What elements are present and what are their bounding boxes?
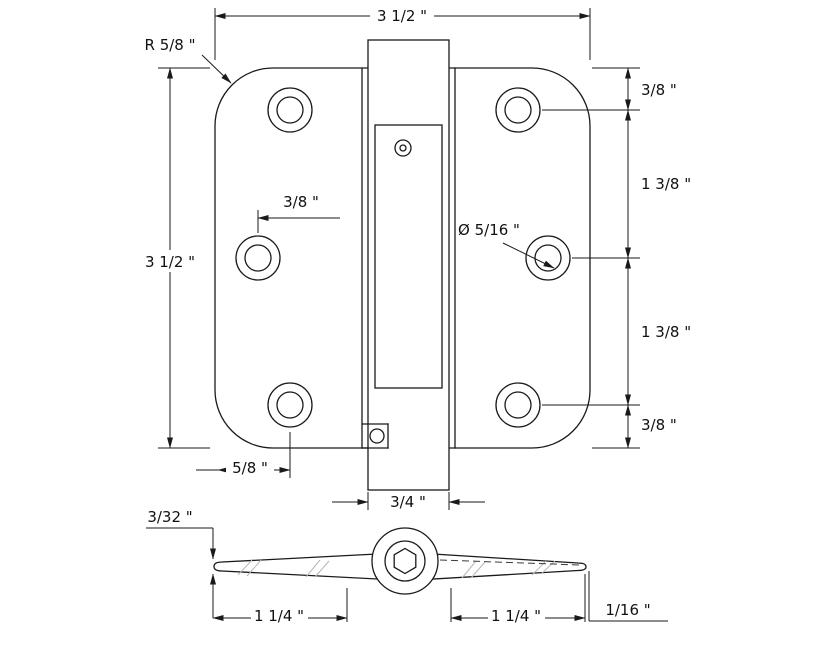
dim-edge-to-top-hole-label: 3/8 " xyxy=(641,81,677,99)
pin-hole-inner xyxy=(399,144,407,152)
screw-hole-bottom-left xyxy=(267,382,313,428)
hole-outer xyxy=(235,235,281,281)
dim-tip-thickness: 1/16 " xyxy=(588,571,668,622)
hole-outer xyxy=(267,382,313,428)
hole-inner xyxy=(244,244,272,272)
dim-left-leaf-label: 1 1/4 " xyxy=(254,607,304,625)
tab-pin xyxy=(369,428,385,444)
label-backing xyxy=(251,607,308,627)
knuckle xyxy=(371,527,439,595)
dim-mid-to-bottom-hole-label: 1 3/8 " xyxy=(641,323,691,341)
dim-barrel-width: 3/4 " xyxy=(332,492,485,511)
dim-overall-width: 3 1/2 " xyxy=(214,5,591,60)
dim-width-label: 3 1/2 " xyxy=(377,7,427,25)
dim-top-to-mid-hole-label: 1 3/8 " xyxy=(641,175,691,193)
dim-bottom-hole-to-edge-label: 3/8 " xyxy=(641,416,677,434)
dim-hole-edge-offset: 3/8 " xyxy=(257,193,340,233)
dim-corner-to-hole-label: 5/8 " xyxy=(232,459,268,477)
dim-radius-label: R 5/8 " xyxy=(145,36,196,54)
dim-overall-height: 3 1/2 " xyxy=(139,67,210,449)
dim-corner-to-hole: 5/8 " xyxy=(196,432,291,478)
tension-pin-hole xyxy=(394,139,412,157)
dim-right-chain: 3/8 " 1 3/8 " 1 3/8 " 3/8 " xyxy=(542,67,691,449)
hole-outer xyxy=(495,87,541,133)
screw-hole-top-right xyxy=(495,87,541,133)
right-leaf-profile xyxy=(432,553,587,580)
label-backing xyxy=(370,5,434,26)
knuckle-outer-circle xyxy=(371,527,439,595)
hinge-barrel xyxy=(367,39,450,491)
hatch-lines xyxy=(237,559,556,579)
screw-hole-mid-left xyxy=(235,235,281,281)
pin-hole-outer xyxy=(394,139,412,157)
hole-inner xyxy=(276,96,304,124)
hidden-edge-line xyxy=(439,559,581,566)
top-view: 3 1/2 " R 5/8 " 3 1/2 " 3/8 " Ø 5/16 " xyxy=(139,5,691,511)
dim-left-leaf-length: 1 1/4 " xyxy=(210,573,348,627)
screw-hole-mid-right xyxy=(525,235,571,281)
screw-hole-bottom-right xyxy=(495,382,541,428)
dim-hole-diameter: Ø 5/16 " xyxy=(458,221,555,269)
leader-line xyxy=(502,242,555,269)
screw-hole-top-left xyxy=(267,87,313,133)
side-view: 3/32 " 1 1/4 " 1 1/4 " 1/16 " xyxy=(146,508,668,627)
left-leaf-profile xyxy=(213,553,378,580)
hole-outer xyxy=(267,87,313,133)
hole-inner xyxy=(276,391,304,419)
pin-bore-circle xyxy=(384,540,426,582)
hole-outer xyxy=(495,382,541,428)
label-backing xyxy=(488,607,545,627)
dim-right-leaf-label: 1 1/4 " xyxy=(491,607,541,625)
hex-socket xyxy=(393,547,417,575)
leader-line xyxy=(201,54,232,84)
dim-hole-offset-label: 3/8 " xyxy=(283,193,319,211)
dim-barrel-width-label: 3/4 " xyxy=(390,493,426,511)
hole-inner xyxy=(504,391,532,419)
dim-leaf-thickness-label: 3/32 " xyxy=(147,508,192,526)
hole-inner xyxy=(504,96,532,124)
dim-tip-thickness-label: 1/16 " xyxy=(605,601,650,619)
hole-outer xyxy=(525,235,571,281)
adjustment-tab xyxy=(361,423,389,449)
spring-slot xyxy=(374,124,443,389)
label-backing xyxy=(139,250,201,272)
label-backing xyxy=(226,459,274,478)
dim-right-leaf-length: 1 1/4 " xyxy=(450,574,586,627)
hole-inner xyxy=(534,244,562,272)
dim-height-label: 3 1/2 " xyxy=(145,253,195,271)
dim-leaf-thickness: 3/32 " xyxy=(146,508,216,560)
dim-diameter-label: Ø 5/16 " xyxy=(458,221,520,239)
dim-corner-radius: R 5/8 " xyxy=(145,36,232,84)
